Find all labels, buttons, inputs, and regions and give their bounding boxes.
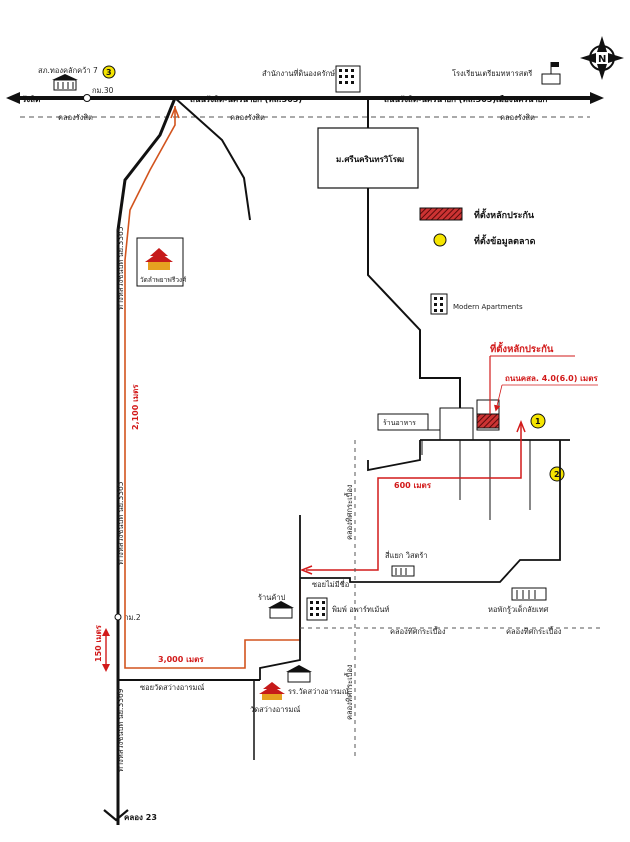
police-station [52,74,78,91]
label-collateral-callout: ที่ตั้งหลักประกัน [490,341,554,355]
label-police: สภ.ทองคลักคว้า 7 [38,66,98,75]
land-office-building-icon [335,65,361,93]
label-highway-3365-b: ทางหลวงชนบท นย.3365 [116,481,125,565]
route-arrow-up-icon [170,105,180,119]
shop-icon [391,565,415,577]
marker-1-label: 1 [535,417,541,426]
temple-icon [145,248,173,270]
label-km30: กม.30 [92,86,114,95]
route-600m [306,424,522,571]
label-dist-150: 150 เมตร [94,624,103,662]
soi-maisee-road [300,440,561,583]
neighbor-plot [439,407,474,441]
label-restaurant: ร้านอาหาร [383,419,416,427]
label-canal-rangsit-mid: คลองรังสิต [230,113,265,122]
label-university: ม.ศรีนครินทรวิโรฒ [336,154,404,164]
label-canal-krapueng-h2: คลองทิศกระเบื้อง [506,626,562,636]
label-highway-3369: ทางหลวงชนบท นย.3369 [116,688,125,772]
legend-collateral-label: ที่ตั้งหลักประกัน [474,208,535,221]
label-road-width: ถนนคสล. 4.0(6.0) เมตร [505,374,598,383]
main-road [6,92,604,104]
label-klong23: คลอง 23 [124,813,157,822]
label-canal-krapueng-h1: คลองทิศกระเบื้อง [390,626,446,636]
km2-marker [114,613,122,621]
label-temple-top: วัดลำพยาฟรีวงศ์ [140,276,187,284]
school-bottom-icon [286,665,312,683]
label-canal-rangsit-left: คลองรังสิต [58,113,93,122]
label-shop-bottom: ร้านค้าป [258,593,286,602]
label-dormitory: หอพักรู้วเด็กลัยเทศ [488,604,549,614]
label-to-nakhon-nayok: เมืองนครนายก [496,94,547,104]
road-to-north [259,520,301,680]
label-soi-maisee: ซอยไม่มีชื่อ [312,579,349,589]
arrow-down-icon [102,664,110,672]
label-canal-krapueng-v: คลองทิศกระเบื้อง [344,484,354,540]
arrow-up-icon [102,628,110,636]
label-canal-rangsit-right: คลองรังสิต [500,113,535,122]
legend-market-swatch [433,233,447,247]
label-road-305-east: ถนนรังสิต-นครนายก (ทล.305) [384,95,496,104]
modern-apartments-icon [430,293,448,315]
label-dist-2100: 2,100 เมตร [131,384,140,430]
compass-icon: N [580,36,624,80]
km30-marker [83,94,91,102]
label-shop-top: สี่แยก วิสตร้า [385,550,428,560]
label-to-rangsit: รังสิต [22,95,40,104]
road-from-university [367,188,461,408]
apartment-icon [306,597,328,621]
label-modern-apartments: Modern Apartments [453,303,523,311]
label-apartment: พิมพ์ อพาร์ทเม้นท์ [332,605,390,614]
highway-3365 [116,97,177,810]
label-km2: กม.2 [124,613,141,622]
branch-road-top [174,97,251,221]
label-dist-3000: 3,000 เมตร [158,655,204,664]
compass-letter: N [598,54,606,65]
route-600-arrow-icon [516,419,526,433]
route-line [124,106,301,669]
school-flag-icon [541,62,561,85]
label-land-office: สำนักงานที่ดินองครักษ์ [262,68,335,78]
store-icon [268,601,294,619]
marker-3-label: 3 [106,68,112,77]
legend-collateral-swatch [419,207,463,221]
label-highway-3365-a: ทางหลวงชนบท นย.3365 [116,226,125,310]
restaurant-box [377,413,429,431]
label-temple-bottom: วัดสว่างอารมณ์ [250,705,300,714]
label-school-bottom: รร.วัดสว่างอารมณ์ [288,687,349,696]
label-soi-wat: ซอยวัดสว่างอารมณ์ [140,683,204,692]
label-dist-600: 600 เมตร [394,481,432,490]
market-marker-3 [102,65,116,79]
label-road-305-west: ถนนรังสิต-นครนายก (ทล.305) [190,95,302,104]
label-school: โรงเรียนเตรียมทหารสตรี [452,69,532,78]
market-marker-1 [530,413,546,429]
label-canal-krapueng-v2: คลองทิศกระเบื้อง [344,664,354,720]
arrow-west-icon [6,92,20,104]
legend-market-label: ที่ตั้งข้อมูลตลาด [474,234,536,247]
legend: ที่ตั้งหลักประกัน ที่ตั้งข้อมูลตลาด [419,207,536,247]
arrow-south-icon [103,809,129,822]
route-600-arrow-left-icon [299,565,313,575]
arrow-east-icon [590,92,604,104]
collateral-site [476,413,500,429]
marker-2-label: 2 [554,470,560,479]
temple-bottom-icon [259,682,285,700]
